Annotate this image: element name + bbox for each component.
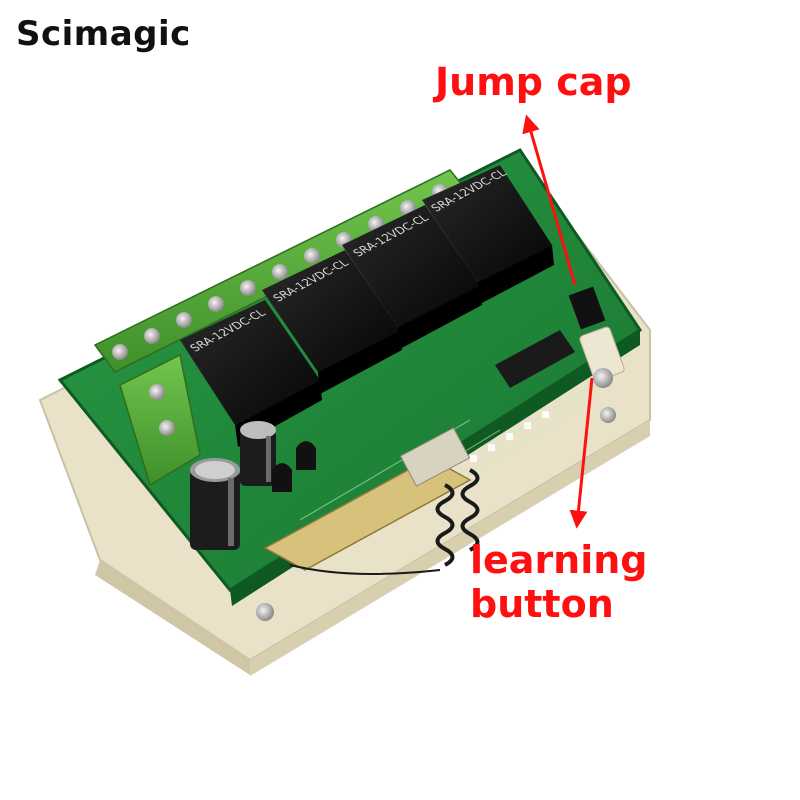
jump-cap-arrow — [522, 114, 577, 286]
learning-button — [579, 326, 625, 388]
antenna-coil — [289, 468, 480, 575]
capacitor-large — [190, 458, 240, 550]
terminal-block-power — [119, 353, 201, 487]
brand-logo: Scimagic — [16, 14, 191, 54]
learning-button-arrow — [569, 377, 594, 529]
mounting-screws — [256, 407, 616, 621]
jump-cap-label: Jump cap — [435, 60, 632, 104]
learning-button-label: learning button — [470, 538, 648, 626]
jumper-cap — [568, 286, 606, 330]
capacitor-small — [240, 421, 276, 486]
terminal-block-back — [93, 169, 472, 373]
ic-chip — [495, 330, 575, 388]
transistors — [272, 441, 316, 492]
rf-receiver-module — [263, 427, 472, 571]
